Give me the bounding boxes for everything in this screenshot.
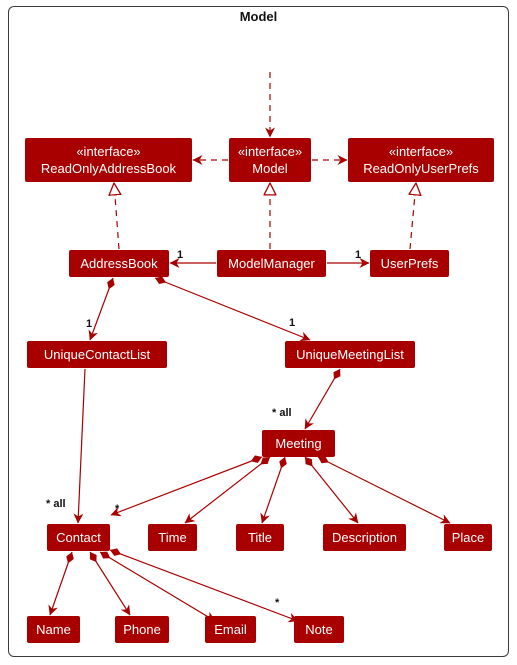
class-name: Time (158, 530, 186, 545)
class-uniquecontactlist[interactable]: UniqueContactList (27, 341, 167, 368)
stereotype-label: «interface» (238, 144, 302, 159)
edge-meeting-to-title (260, 456, 287, 524)
multiplicity-label: * (275, 597, 280, 609)
class-box (205, 616, 256, 643)
edge-addressbook-to-uniquemeetinglist (154, 276, 311, 342)
class-box (229, 138, 311, 182)
package-title: Model (239, 9, 278, 24)
multiplicity-label: 1 (355, 249, 361, 261)
edge-meeting-to-description (304, 456, 359, 524)
stereotype-label: «interface» (389, 144, 453, 159)
class-meeting[interactable]: Meeting (262, 430, 335, 457)
class-name: Title (248, 530, 272, 545)
class-note[interactable]: Note (294, 616, 344, 643)
stereotype-label: «interface» (76, 144, 140, 159)
class-uniquemeetinglist[interactable]: UniqueMeetingList (285, 341, 415, 368)
class-box (236, 524, 284, 551)
class-name: AddressBook (80, 256, 158, 271)
class-name: UniqueMeetingList (296, 347, 404, 362)
class-box (370, 250, 449, 277)
multiplicity-label: * all (272, 407, 292, 419)
multiplicity-label: 1 (177, 249, 183, 261)
class-box (47, 524, 110, 551)
edge-addressbook-to-readonly-addressbook (114, 183, 119, 250)
class-email[interactable]: Email (205, 616, 256, 643)
edge-meeting-to-contact (110, 455, 263, 517)
class-name: Phone (123, 622, 161, 637)
class-box (217, 250, 326, 277)
class-box (285, 341, 415, 368)
class-name: UserPrefs (381, 256, 439, 271)
class-name: ReadOnlyAddressBook (41, 161, 177, 176)
edge-meeting-to-place (317, 456, 451, 524)
class-box (262, 430, 335, 457)
class-box (348, 138, 494, 182)
class-phone[interactable]: Phone (115, 616, 169, 643)
class-place[interactable]: Place (444, 524, 492, 551)
class-name: ReadOnlyUserPrefs (363, 161, 479, 176)
class-box (115, 616, 169, 643)
class-readonly-userprefs[interactable]: «interface» ReadOnlyUserPrefs (348, 138, 494, 182)
class-box (294, 616, 344, 643)
edge-userprefs-to-readonly-userprefs (410, 183, 416, 250)
edge-meeting-to-time (184, 456, 271, 524)
class-box (444, 524, 492, 551)
class-box (323, 524, 406, 551)
class-contact[interactable]: Contact (47, 524, 110, 551)
class-description[interactable]: Description (323, 524, 406, 551)
multiplicity-label: 1 (86, 318, 92, 330)
class-name: Model (252, 161, 288, 176)
class-readonly-addressbook[interactable]: «interface» ReadOnlyAddressBook (25, 138, 192, 182)
edge-contact-to-name (48, 551, 74, 616)
class-box (27, 616, 80, 643)
class-name: Name (36, 622, 71, 637)
edge-addressbook-to-uniquecontactlist (88, 277, 115, 341)
class-name: Description (332, 530, 397, 545)
class-name[interactable]: Name (27, 616, 80, 643)
class-modelmanager[interactable]: ModelManager (217, 250, 326, 277)
class-title[interactable]: Title (236, 524, 284, 551)
edge-contact-to-note (109, 548, 299, 623)
edge-contact-to-email (99, 551, 216, 622)
class-name: ModelManager (228, 256, 315, 271)
class-name: Meeting (275, 436, 321, 451)
edge-uniquemeetinglist-to-meeting (304, 368, 341, 430)
class-box (69, 250, 169, 277)
multiplicity-label: * (115, 503, 120, 515)
class-name: UniqueContactList (44, 347, 151, 362)
multiplicity-label: 1 (289, 317, 295, 329)
class-name: Place (452, 530, 485, 545)
class-box (27, 341, 167, 368)
class-userprefs[interactable]: UserPrefs (370, 250, 449, 277)
edge-contact-to-phone (89, 551, 131, 616)
class-name: Email (214, 622, 247, 637)
class-name: Note (305, 622, 332, 637)
class-model[interactable]: «interface» Model (229, 138, 311, 182)
edge-uniquecontactlist-to-contact (73, 368, 86, 524)
class-addressbook[interactable]: AddressBook (69, 250, 169, 277)
class-box (25, 138, 192, 182)
class-box (148, 524, 197, 551)
multiplicity-label: * all (46, 498, 66, 510)
class-time[interactable]: Time (148, 524, 197, 551)
class-name: Contact (56, 530, 101, 545)
